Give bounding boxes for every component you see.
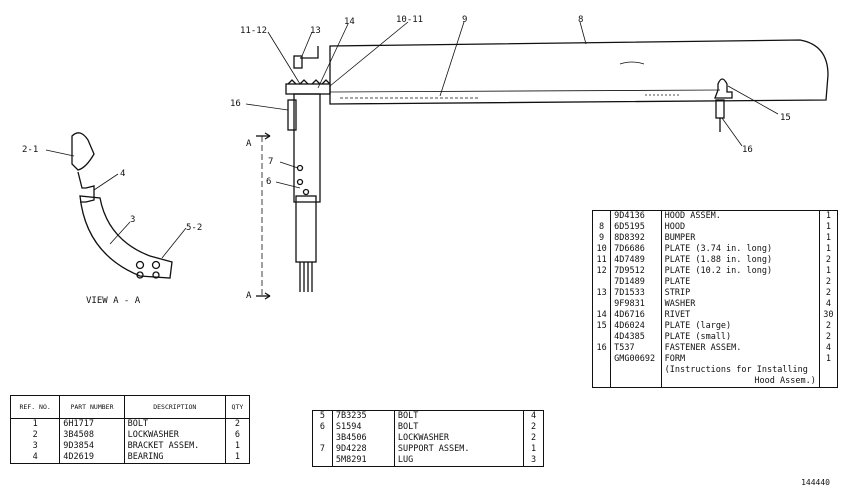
callout-8: 8 [578, 15, 583, 25]
callout-11-12: 11-12 [240, 26, 267, 36]
table-row: 7 9D4228 SUPPORT ASSEM. 1 [312, 444, 544, 455]
callout-15: 15 [780, 113, 791, 123]
callout-7: 7 [268, 157, 273, 167]
callout-10-11: 10-11 [396, 15, 423, 25]
table-row: 5M8291 LUG 3 [312, 455, 544, 467]
table-row: 1 6H1717 BOLT 2 [9, 418, 250, 430]
instructions-line-2: Hood Assem.) [660, 376, 820, 388]
section-label-bottom: A [246, 291, 252, 301]
callout-14: 14 [344, 17, 355, 27]
bracket-assem [79, 195, 173, 279]
fastener-assem [715, 99, 725, 119]
callout-13: 13 [310, 26, 321, 36]
fastener-16-left [287, 99, 297, 131]
table-row: 6 S1594 BOLT 2 [312, 422, 544, 433]
callout-16-left: 16 [230, 99, 241, 109]
header-desc: DESCRIPTION [123, 395, 226, 419]
view-label: VIEW A - A [86, 296, 141, 306]
hood-body [329, 39, 829, 105]
table-row: 5 7B3235 BOLT 4 [312, 410, 544, 422]
header-qty: QTY [224, 395, 250, 419]
table-row: 4 4D2619 BEARING 1 [9, 452, 250, 464]
header-part: PART NUMBER [59, 395, 125, 419]
callout-3: 3 [130, 215, 135, 225]
latch-fastener [714, 78, 733, 99]
callout-4: 4 [120, 169, 125, 179]
plate-assembly [285, 83, 331, 95]
table-row: 3B4506 LOCKWASHER 2 [312, 433, 544, 444]
bracket-bolt-head [71, 132, 95, 171]
callout-6: 6 [266, 177, 271, 187]
instructions-line-1: (Instructions for Installing [660, 365, 820, 376]
table-row: 2 3B4508 LOCKWASHER 6 [9, 430, 250, 441]
callout-9: 9 [462, 15, 467, 25]
support-assem [293, 93, 321, 203]
parts-table-left: REF. NO. PART NUMBER DESCRIPTION QTY 1 6… [9, 395, 250, 464]
table-row: Hood Assem.) [591, 376, 838, 388]
section-label-top: A [246, 139, 252, 149]
table-row: 3 9D3854 BRACKET ASSEM. 1 [9, 441, 250, 452]
strip-13 [293, 55, 303, 69]
drawing-number: 144440 [801, 478, 830, 487]
table-row: (Instructions for Installing [591, 365, 838, 376]
callout-16-right: 16 [742, 145, 753, 155]
header-ref: REF. NO. [9, 395, 60, 419]
support-lower [295, 195, 317, 263]
parts-table-middle: 5 7B3235 BOLT 4 6 S1594 BOLT 2 3B4506 LO… [312, 410, 544, 467]
callout-2-1: 2-1 [22, 145, 38, 155]
callout-5-2: 5-2 [186, 223, 202, 233]
